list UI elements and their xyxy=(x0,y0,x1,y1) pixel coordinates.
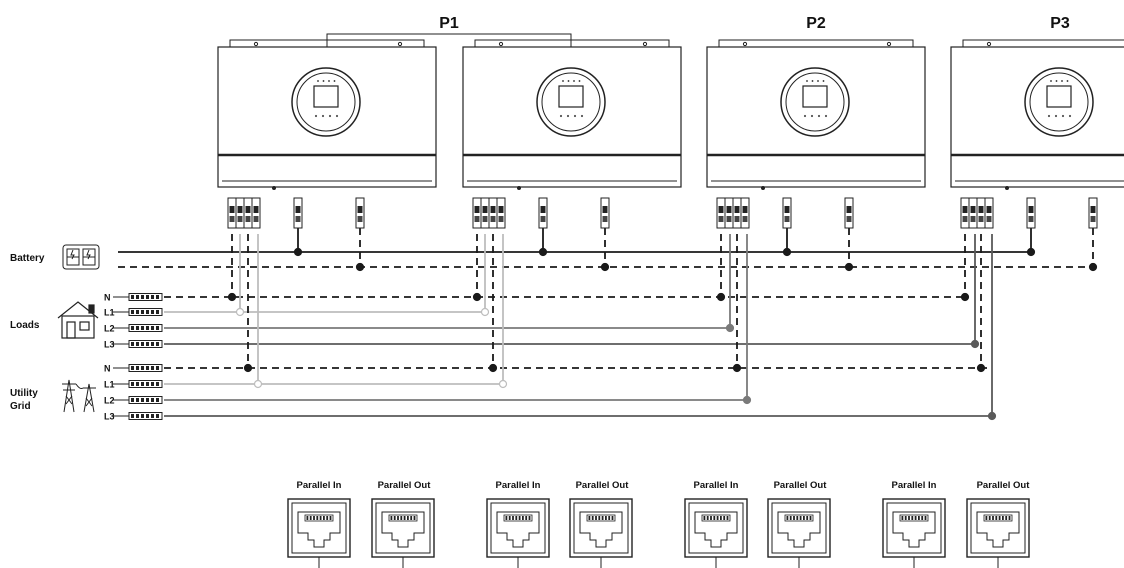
breaker xyxy=(355,197,365,229)
breaker xyxy=(976,197,986,229)
breaker xyxy=(960,197,970,229)
grid-l2-phase-label: L2 xyxy=(104,396,115,406)
junction-dot xyxy=(243,363,253,373)
breaker xyxy=(968,197,978,229)
loads-label: Loads xyxy=(10,320,40,331)
parallel-out-port-icon xyxy=(371,498,435,568)
junction-dot xyxy=(742,395,752,405)
junction-dot xyxy=(1026,247,1036,257)
port-label-in-1: Parallel In xyxy=(297,480,342,491)
display-screen xyxy=(780,67,850,137)
junction-dot xyxy=(498,379,508,389)
junction-dot xyxy=(1088,262,1098,272)
battery-icon xyxy=(62,244,100,270)
breaker xyxy=(732,197,742,229)
breaker xyxy=(488,197,498,229)
junction-dot xyxy=(355,262,365,272)
grid-l3-phase-label: L3 xyxy=(104,412,115,422)
house-icon xyxy=(57,301,99,339)
parallel-in-port-icon xyxy=(882,498,946,568)
junction-dot xyxy=(970,339,980,349)
junction-dot xyxy=(782,247,792,257)
parallel-in-port-icon xyxy=(486,498,550,568)
grid-l1-phase-label: L1 xyxy=(104,380,115,390)
port-label-out-1: Parallel Out xyxy=(378,480,432,491)
junction-dot xyxy=(253,379,263,389)
inverter-unit xyxy=(706,39,926,229)
breaker xyxy=(716,197,726,229)
breaker xyxy=(496,197,506,229)
breaker xyxy=(1088,197,1098,229)
junction-dot xyxy=(480,307,490,317)
port-label-in-4: Parallel In xyxy=(892,480,937,491)
load-l2-phase-label: L2 xyxy=(104,324,115,334)
inverter-unit xyxy=(217,39,437,229)
grid-l2-terminal-block xyxy=(128,396,163,404)
junction-dot xyxy=(488,363,498,373)
group-label-p2: P2 xyxy=(806,15,826,32)
breaker xyxy=(724,197,734,229)
grid-l3-terminal-block xyxy=(128,412,163,420)
breaker xyxy=(227,197,237,229)
load-n-terminal-block xyxy=(128,293,163,301)
junction-dot xyxy=(960,292,970,302)
grid-n-terminal-block xyxy=(128,364,163,372)
breaker xyxy=(251,197,261,229)
inverter-unit xyxy=(462,39,682,229)
breaker xyxy=(740,197,750,229)
junction-dot xyxy=(227,292,237,302)
parallel-out-port-icon xyxy=(569,498,633,568)
breaker xyxy=(1026,197,1036,229)
display-screen xyxy=(536,67,606,137)
port-label-in-2: Parallel In xyxy=(496,480,541,491)
load-l3-phase-label: L3 xyxy=(104,340,115,350)
junction-dot xyxy=(716,292,726,302)
port-label-out-3: Parallel Out xyxy=(774,480,828,491)
load-l3-terminal-block xyxy=(128,340,163,348)
junction-dot xyxy=(732,363,742,373)
breaker xyxy=(480,197,490,229)
breaker xyxy=(782,197,792,229)
breaker xyxy=(243,197,253,229)
junction-dot xyxy=(725,323,735,333)
breaker xyxy=(984,197,994,229)
port-label-in-3: Parallel In xyxy=(694,480,739,491)
parallel-in-port-icon xyxy=(287,498,351,568)
junction-dot xyxy=(293,247,303,257)
port-label-out-2: Parallel Out xyxy=(576,480,630,491)
load-l2-terminal-block xyxy=(128,324,163,332)
breaker xyxy=(293,197,303,229)
grid-l1-terminal-block xyxy=(128,380,163,388)
load-l1-phase-label: L1 xyxy=(104,308,115,318)
load-n-phase-label: N xyxy=(104,293,111,303)
junction-dot xyxy=(976,363,986,373)
junction-dot xyxy=(844,262,854,272)
breaker xyxy=(600,197,610,229)
junction-dot xyxy=(987,411,997,421)
junction-dot xyxy=(235,307,245,317)
parallel-out-port-icon xyxy=(966,498,1030,568)
parallel-in-port-icon xyxy=(684,498,748,568)
grid-n-phase-label: N xyxy=(104,364,111,374)
breaker xyxy=(472,197,482,229)
breaker xyxy=(844,197,854,229)
port-label-out-4: Parallel Out xyxy=(977,480,1031,491)
junction-dot xyxy=(600,262,610,272)
junction-dot xyxy=(538,247,548,257)
load-l1-terminal-block xyxy=(128,308,163,316)
breaker xyxy=(538,197,548,229)
power-tower-icon xyxy=(62,379,96,413)
grid-label: Grid xyxy=(10,401,31,412)
group-label-p1: P1 xyxy=(439,15,459,32)
group-label-p3: P3 xyxy=(1050,15,1070,32)
display-screen xyxy=(1024,67,1094,137)
display-screen xyxy=(291,67,361,137)
inverter-unit xyxy=(950,39,1124,229)
parallel-out-port-icon xyxy=(767,498,831,568)
breaker xyxy=(235,197,245,229)
utility-label: Utility xyxy=(10,388,38,399)
junction-dot xyxy=(472,292,482,302)
battery-label: Battery xyxy=(10,253,45,264)
